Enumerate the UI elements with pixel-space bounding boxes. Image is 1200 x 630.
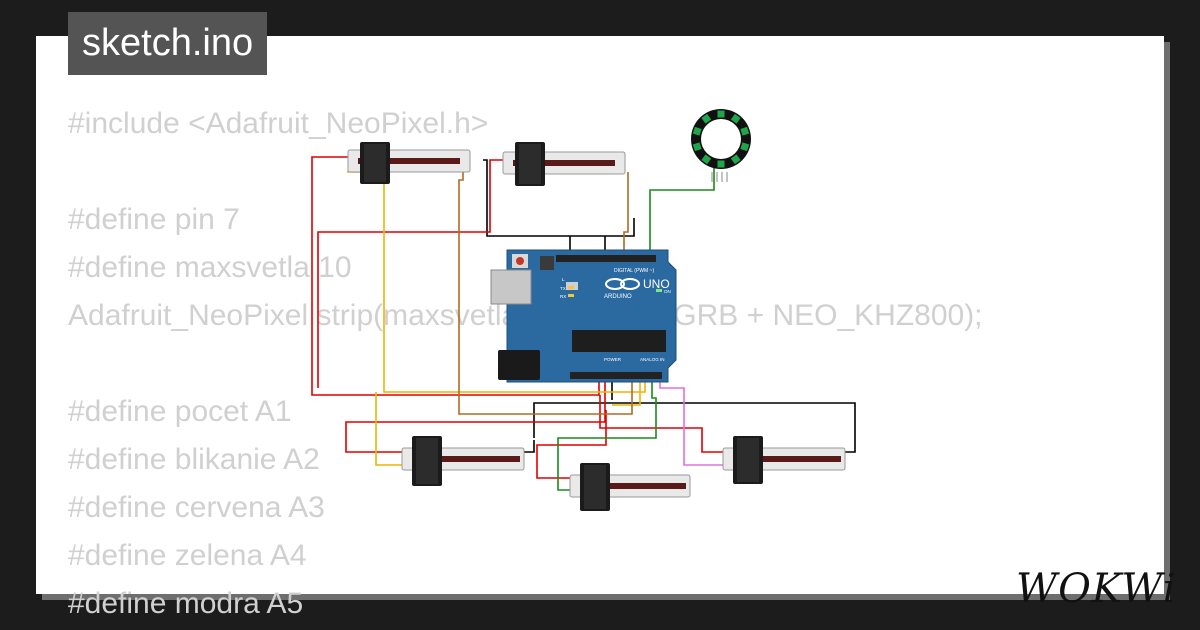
neopixel-led [730,113,741,124]
board-on-label: ON [664,289,671,294]
wire-red [345,380,606,453]
board-uno-label: UNO [643,277,670,291]
wire-green [649,160,715,250]
neopixel-led [701,154,712,165]
code-line: #define pocet A1 [68,395,292,428]
wire-red [317,159,512,388]
code-line: #define zelena A4 [68,539,307,572]
board-power-label: POWER [604,357,622,362]
code-line: #define blikanie A2 [68,443,320,476]
circuit-diagram: UNO ARDUINO DIGITAL (PWM ~) POWER ANALOG… [311,109,856,511]
neopixel-led [730,154,741,165]
neopixel-led [717,110,725,118]
wire-red [536,410,607,479]
wire-black [483,159,635,237]
board-rx-label: RX [560,294,566,299]
atmega-chip-icon [572,330,666,352]
wire-pink [659,380,731,466]
usb-port-icon [490,269,532,305]
code-line: #define pin 7 [68,203,240,236]
neopixel-led [740,142,750,152]
svg-text:WOKWi: WOKWi [1016,566,1177,612]
arduino-uno-board[interactable]: UNO ARDUINO DIGITAL (PWM ~) POWER ANALOG… [490,249,677,383]
wire-black [523,440,535,453]
board-tx-label: TX [560,286,566,291]
board-digital-label: DIGITAL (PWM ~) [614,268,654,274]
power-jack-icon [498,350,540,380]
ring-pins [711,172,728,182]
neopixel-ring[interactable] [691,109,751,182]
code-line: #define maxsvetla 10 [68,251,352,284]
wire-green [557,380,657,491]
neopixel-led [740,126,750,136]
neopixel-led [692,126,702,136]
board-analog-label: ANALOG IN [640,357,665,362]
preview-card: #include <Adafruit_NeoPixel.h> #define p… [36,36,1176,620]
code-editor: #include <Adafruit_NeoPixel.h> #define p… [68,100,983,628]
wokwi-logo: WOKWi [1016,566,1177,612]
slide-potentiometer[interactable] [347,142,471,184]
wire-red [599,395,731,453]
slide-potentiometer[interactable] [502,142,626,186]
board-l-label: L [562,277,565,282]
neopixel-led [692,142,702,152]
file-tab[interactable]: sketch.ino [68,12,268,75]
analog-header [570,372,662,379]
code-line: #define modra A5 [68,587,304,620]
wire-orange [612,380,641,406]
code-line: #define cervena A3 [68,491,325,524]
slide-potentiometer[interactable] [569,463,691,511]
digital-header [556,255,656,262]
board-arduino-label: ARDUINO [604,294,632,300]
slide-potentiometer[interactable] [722,436,846,484]
code-line: #include <Adafruit_NeoPixel.h> [68,107,489,140]
arduino-logo-icon [605,278,625,290]
neopixel-led [717,160,725,168]
wire-brown [623,172,629,250]
wire-orange [375,392,410,466]
wire-brown [458,172,633,415]
wire-red [311,156,600,396]
neopixel-led [701,113,712,124]
slide-potentiometer[interactable] [401,436,525,486]
ring-pixels [692,110,750,168]
